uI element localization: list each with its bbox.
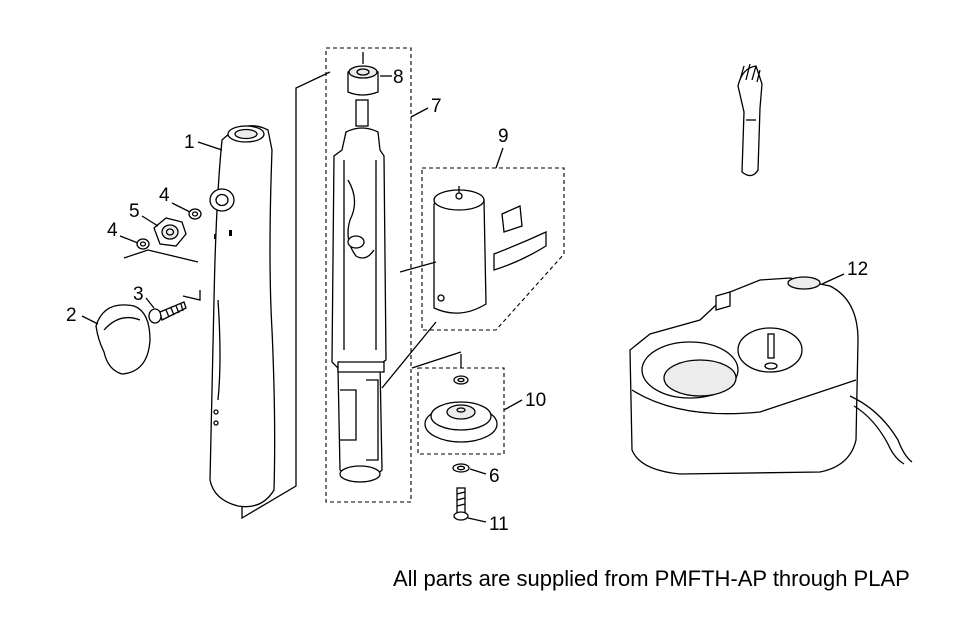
label-part-1: 1 [184,132,195,153]
part-7-group-box [325,47,412,503]
part-7-drive-unit [331,99,387,483]
part-9-group-box [421,167,565,331]
label-part-3: 3 [133,284,144,305]
label-part-10: 10 [525,390,546,411]
label-part-8: 8 [393,67,404,88]
part-6-washer-top [453,375,469,385]
charging-indicator-icon [229,230,232,236]
label-part-4-upper: 4 [159,185,170,206]
part-9-battery-insulator [493,205,547,271]
part-5-switch-knob [153,217,187,247]
part-10-motor-cover [424,401,498,443]
assembly-guide-line [241,71,331,520]
label-part-11: 11 [489,514,509,535]
label-part-12: 12 [847,259,868,280]
label-part-7: 7 [431,96,442,117]
part-4-washer-upper [188,208,202,220]
part-11-screw [453,487,469,521]
part-9-battery [433,186,487,314]
label-part-5: 5 [129,201,140,222]
part-6-washer [452,463,470,473]
assembly-guide-line [123,249,199,263]
part-4-washer-lower [136,238,150,250]
part-3-screw [148,301,187,324]
supply-note: All parts are supplied from PMFTH-AP thr… [393,566,910,591]
part-2-cap [95,304,151,375]
part-1-handle-body [209,125,276,508]
brush-head [737,63,763,177]
label-part-4-lower: 4 [107,220,118,241]
label-part-6: 6 [489,466,500,487]
part-12-charging-stand [629,276,913,475]
label-part-2: 2 [66,305,77,326]
label-part-9: 9 [498,126,509,147]
part-8-seal [347,52,379,96]
